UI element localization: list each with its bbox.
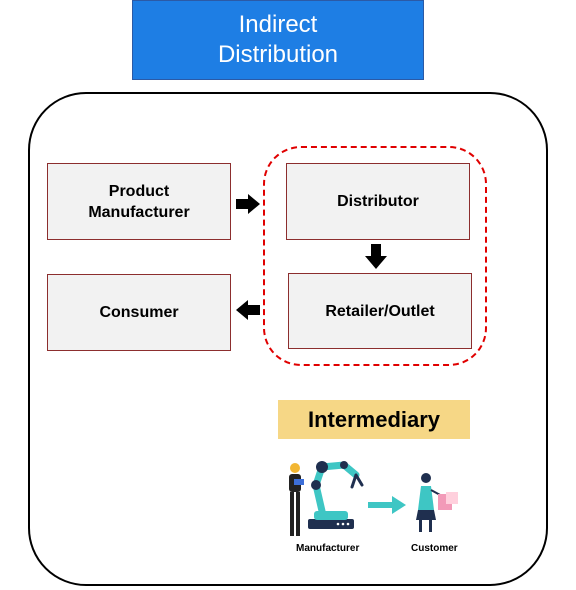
arrow-left-icon [236, 300, 260, 320]
customer-caption: Customer [411, 543, 458, 554]
diagram-title: Indirect Distribution [132, 0, 424, 80]
customer-shopping-illustration [416, 473, 458, 532]
node-consumer: Consumer [47, 274, 231, 351]
manufacturer-caption: Manufacturer [296, 543, 359, 554]
customer-caption-text: Customer [411, 543, 458, 554]
arrow-right-icon [236, 194, 260, 214]
intermediary-group-border [263, 146, 487, 366]
title-line-2: Distribution [217, 41, 339, 68]
arrow-down-icon [365, 244, 387, 269]
arrow-right-icon [368, 496, 406, 514]
manufacturer-caption-text: Manufacturer [296, 543, 360, 554]
intermediary-label-text: Intermediary [307, 406, 441, 432]
title-line-1: Indirect [238, 11, 318, 38]
node-product-manufacturer: Product Manufacturer [47, 163, 231, 240]
node-product-manufacturer-line-1: Product [108, 182, 170, 200]
node-distributor: Distributor [286, 163, 470, 240]
node-distributor-label: Distributor [337, 193, 419, 210]
intermediary-label: Intermediary [278, 400, 470, 439]
outer-frame [28, 92, 548, 586]
node-retailer: Retailer/Outlet [288, 273, 472, 349]
node-product-manufacturer-line-2: Manufacturer [88, 203, 190, 221]
node-retailer-label: Retailer/Outlet [325, 302, 435, 320]
node-consumer-label: Consumer [99, 304, 179, 321]
manufacturing-robot-arm-illustration [289, 461, 364, 536]
